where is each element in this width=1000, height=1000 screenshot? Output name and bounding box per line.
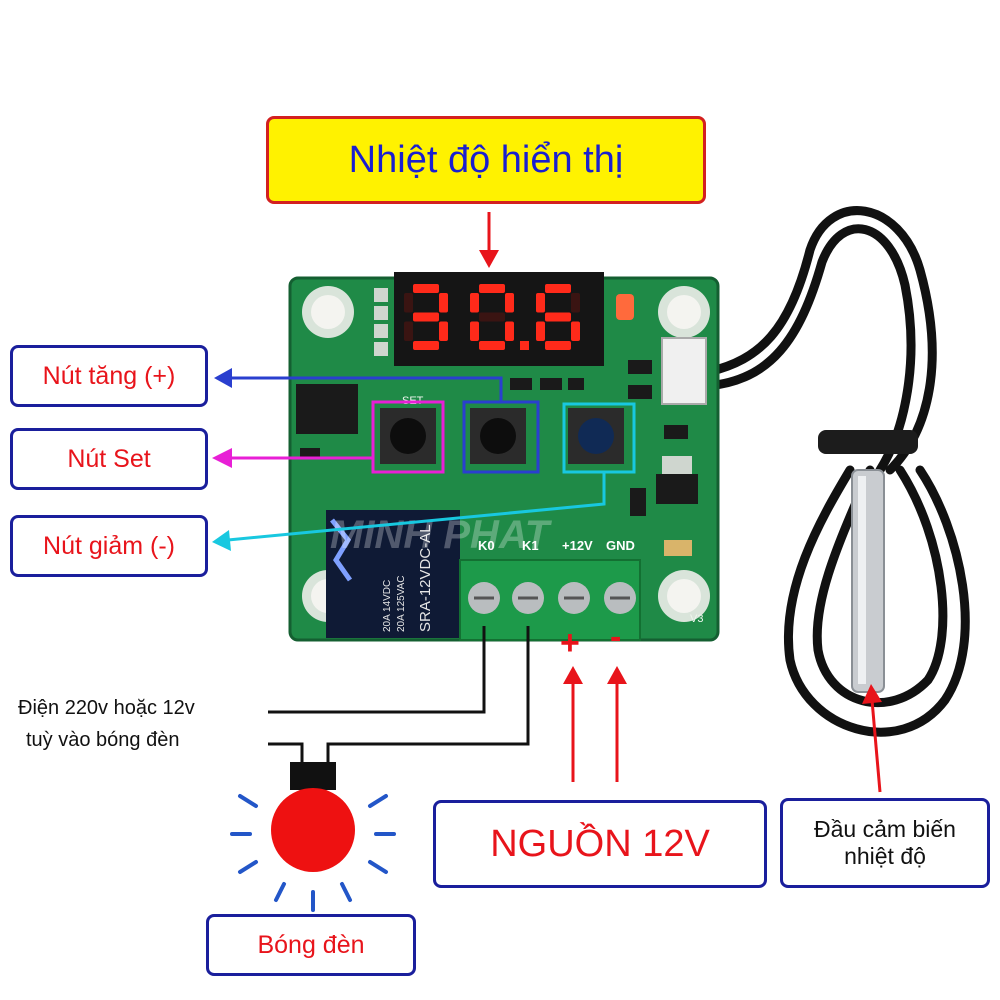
decimal-point bbox=[520, 341, 529, 350]
sensor-label-box: Đầu cảm biến nhiệt độ bbox=[780, 798, 990, 888]
set-button-highlight bbox=[371, 400, 445, 474]
plus-sign: + bbox=[560, 624, 580, 662]
smd-components bbox=[300, 360, 688, 516]
sensor-label-line2: nhiệt độ bbox=[844, 843, 926, 869]
digit-segment bbox=[470, 321, 479, 341]
digit-segment bbox=[536, 321, 545, 341]
digit-segment bbox=[479, 284, 505, 293]
sensor-connector bbox=[661, 337, 707, 405]
digit-segment bbox=[439, 321, 448, 341]
digit-segment bbox=[479, 312, 505, 322]
digit-segment bbox=[479, 341, 505, 350]
digit-segment bbox=[505, 293, 514, 313]
ic-chip bbox=[296, 384, 358, 434]
mounting-hole bbox=[658, 286, 710, 338]
digit-segment bbox=[571, 321, 580, 341]
terminal-screw bbox=[558, 582, 590, 614]
digit-segment bbox=[545, 341, 571, 350]
decrease-button-label-box: Nút giảm (-) bbox=[10, 515, 208, 577]
digit-segment bbox=[413, 341, 439, 350]
relay-rating-1: 20A 14VDC bbox=[382, 580, 393, 632]
digit-segment bbox=[571, 293, 580, 313]
sensor-label-line1: Đầu cảm biến bbox=[814, 816, 956, 842]
digit-segment bbox=[505, 321, 514, 341]
terminal-label-12v: +12V bbox=[562, 538, 593, 553]
terminal-screw bbox=[468, 582, 500, 614]
digit-segment bbox=[545, 312, 571, 322]
mounting-hole bbox=[658, 570, 710, 622]
terminal-label-k0: K0 bbox=[478, 538, 495, 553]
increase-button-label-box: Nút tăng (+) bbox=[10, 345, 208, 407]
digit-segment bbox=[404, 321, 413, 341]
pcb-board bbox=[288, 272, 720, 642]
decrease-button-component bbox=[568, 408, 624, 464]
mounting-hole bbox=[302, 286, 354, 338]
header-pins bbox=[374, 288, 388, 356]
increase-button-label: Nút tăng (+) bbox=[42, 361, 176, 390]
status-led bbox=[616, 294, 634, 320]
bulb-label: Bóng đèn bbox=[257, 930, 365, 959]
digit-segment bbox=[439, 293, 448, 313]
set-button-component bbox=[380, 408, 436, 464]
power-supply-label-box: NGUỒN 12V bbox=[433, 800, 767, 888]
sensor-arrow bbox=[862, 684, 882, 793]
display-digit bbox=[404, 284, 448, 350]
digit-segment bbox=[470, 293, 479, 313]
decrease-button-label: Nút giảm (-) bbox=[43, 531, 175, 560]
display-digit bbox=[470, 284, 514, 350]
light-bulb bbox=[271, 762, 355, 872]
increase-button-component bbox=[470, 408, 526, 464]
power-arrows bbox=[563, 666, 627, 782]
voltage-regulator bbox=[656, 456, 698, 504]
sensor-probe bbox=[851, 469, 885, 693]
decrease-button-highlight bbox=[562, 402, 636, 474]
bulb-socket bbox=[290, 762, 336, 790]
title-label-text: Nhiệt độ hiển thị bbox=[348, 138, 624, 181]
terminal-label-gnd: GND bbox=[606, 538, 635, 553]
terminal-screw bbox=[604, 582, 636, 614]
relay-model-text: SRA-12VDC-AL bbox=[417, 524, 434, 632]
power-supply-label: NGUỒN 12V bbox=[490, 822, 710, 865]
minus-sign: - bbox=[610, 618, 621, 656]
relay-rating-2: 20A 125VAC bbox=[396, 575, 407, 632]
terminal-label-k1: K1 bbox=[522, 538, 539, 553]
cable-tie bbox=[818, 430, 918, 454]
board-version: V3 bbox=[690, 613, 703, 625]
display-digit bbox=[536, 284, 580, 350]
relay-output-wires bbox=[268, 626, 530, 762]
bulb-globe bbox=[271, 788, 355, 872]
digit-segment bbox=[413, 284, 439, 293]
title-arrow bbox=[479, 212, 499, 268]
sensor-cable bbox=[703, 206, 970, 737]
mains-note-line2: tuỳ vào bóng đèn bbox=[26, 729, 180, 751]
digit-segment bbox=[404, 293, 413, 313]
display-digits bbox=[404, 284, 580, 350]
set-leader bbox=[212, 448, 373, 468]
capacitor bbox=[664, 540, 692, 556]
bulb-label-box: Bóng đèn bbox=[206, 914, 416, 976]
decrease-leader bbox=[212, 472, 606, 551]
mains-note-line1: Điện 220v hoặc 12v bbox=[18, 697, 195, 719]
terminal-screw bbox=[512, 582, 544, 614]
set-button-label-box: Nút Set bbox=[10, 428, 208, 490]
digit-segment bbox=[545, 284, 571, 293]
title-label-box: Nhiệt độ hiển thị bbox=[266, 116, 706, 204]
digit-segment bbox=[536, 293, 545, 313]
increase-leader bbox=[214, 368, 503, 402]
digit-segment bbox=[413, 312, 439, 322]
set-button-label: Nút Set bbox=[67, 444, 151, 473]
light-rays bbox=[230, 794, 396, 912]
